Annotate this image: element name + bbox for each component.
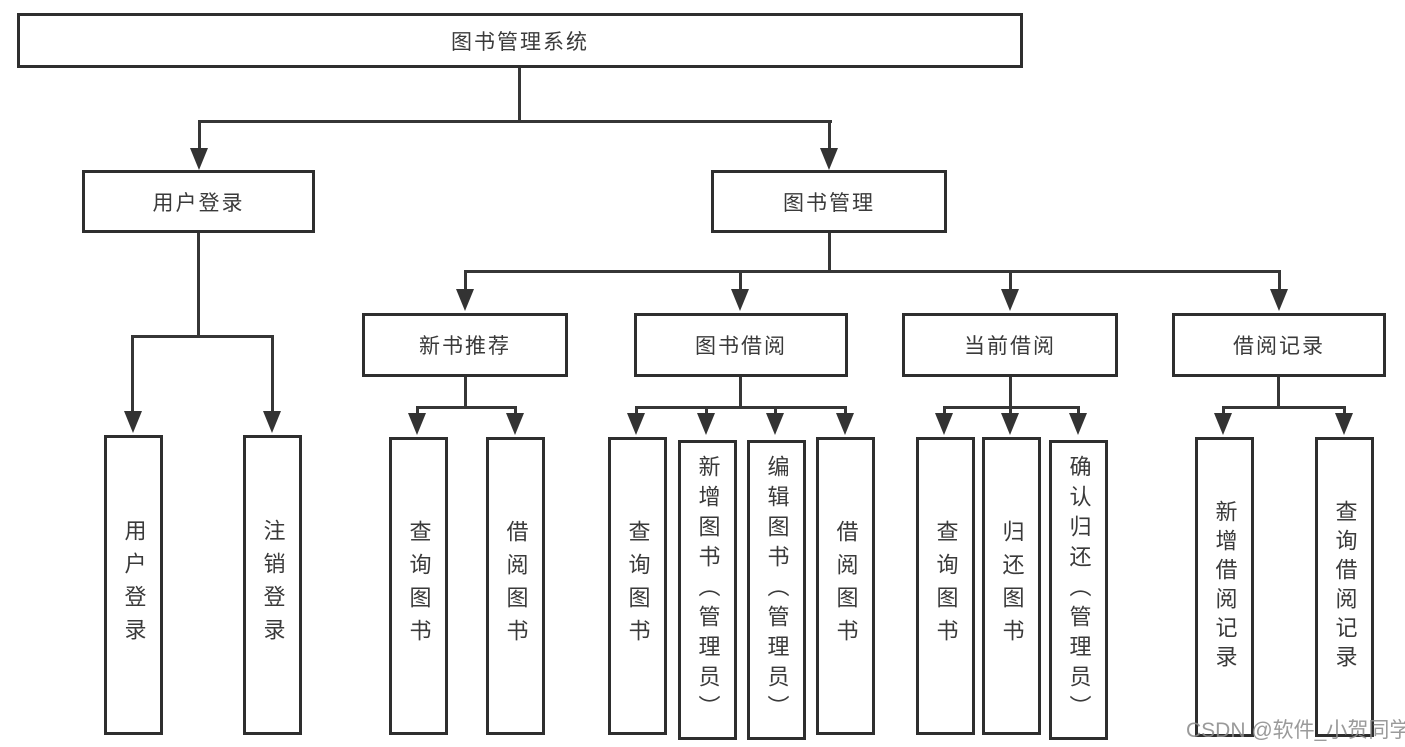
leaf-user-login: 用户登录 — [104, 435, 163, 735]
connector-line — [774, 406, 777, 414]
connector-line — [1009, 270, 1012, 290]
leaf-records-add: 新增借阅记录 — [1195, 437, 1254, 737]
node-user-login: 用户登录 — [82, 170, 315, 233]
leaf-records-query-label: 查询借阅记录 — [1332, 500, 1358, 674]
leaf-records-query: 查询借阅记录 — [1315, 437, 1374, 737]
leaf-newbooks-borrow: 借阅图书 — [486, 437, 545, 735]
connector-line — [1009, 406, 1012, 414]
leaf-newbooks-borrow-label: 借阅图书 — [503, 520, 529, 652]
connector-line — [197, 233, 200, 335]
leaf-logout-label: 注销登录 — [260, 519, 286, 651]
connector-line — [198, 120, 201, 150]
node-new-books-label: 新书推荐 — [419, 335, 511, 358]
arrow-down-icon — [820, 148, 838, 170]
connector-line — [1222, 406, 1346, 409]
connector-line — [518, 68, 521, 120]
leaf-bookborrow-borrow: 借阅图书 — [816, 437, 875, 735]
arrow-down-icon — [1069, 413, 1087, 435]
node-book-mgmt-label: 图书管理 — [783, 191, 875, 215]
connector-line — [739, 377, 742, 406]
node-new-books: 新书推荐 — [362, 313, 568, 377]
leaf-currentborrow-return-label: 归还图书 — [999, 520, 1025, 652]
node-root: 图书管理系统 — [17, 13, 1023, 68]
connector-line — [1277, 377, 1280, 406]
arrow-down-icon — [836, 413, 854, 435]
connector-line — [416, 406, 517, 409]
connector-line — [131, 335, 274, 338]
connector-line — [271, 335, 274, 412]
leaf-bookborrow-borrow-label: 借阅图书 — [833, 520, 859, 652]
connector-line — [1343, 406, 1346, 414]
connector-line — [739, 270, 742, 290]
connector-line — [1077, 406, 1080, 414]
watermark-text: CSDN @软件_小贺同学 — [1186, 719, 1405, 742]
arrow-down-icon — [766, 413, 784, 435]
node-borrow-records: 借阅记录 — [1172, 313, 1386, 377]
connector-line — [416, 406, 419, 414]
arrow-down-icon — [697, 413, 715, 435]
arrow-down-icon — [506, 413, 524, 435]
leaf-bookborrow-query-label: 查询图书 — [625, 520, 651, 652]
arrow-down-icon — [1335, 413, 1353, 435]
node-root-label: 图书管理系统 — [451, 30, 589, 54]
leaf-logout: 注销登录 — [243, 435, 302, 735]
connector-line — [705, 406, 708, 414]
connector-line — [828, 233, 831, 270]
leaf-records-add-label: 新增借阅记录 — [1212, 500, 1238, 674]
arrow-down-icon — [627, 413, 645, 435]
leaf-currentborrow-confirm: 确认归还（管理员） — [1049, 440, 1108, 740]
connector-line — [1222, 406, 1225, 414]
leaf-currentborrow-confirm-label: 确认归还（管理员） — [1066, 455, 1092, 725]
leaf-bookborrow-edit: 编辑图书（管理员） — [747, 440, 806, 740]
leaf-bookborrow-query: 查询图书 — [608, 437, 667, 735]
connector-line — [131, 335, 134, 412]
connector-line — [1278, 270, 1281, 290]
connector-line — [828, 120, 831, 150]
leaf-currentborrow-query-label: 查询图书 — [933, 520, 959, 652]
arrow-down-icon — [1001, 289, 1019, 311]
leaf-user-login-label: 用户登录 — [121, 519, 147, 651]
node-book-borrow: 图书借阅 — [634, 313, 848, 377]
node-book-mgmt: 图书管理 — [711, 170, 947, 233]
connector-line — [635, 406, 847, 409]
connector-line — [464, 270, 1281, 273]
connector-line — [514, 406, 517, 414]
arrow-down-icon — [935, 413, 953, 435]
leaf-bookborrow-edit-label: 编辑图书（管理员） — [764, 455, 790, 725]
connector-line — [943, 406, 946, 414]
node-current-borrow-label: 当前借阅 — [964, 335, 1056, 358]
leaf-bookborrow-add: 新增图书（管理员） — [678, 440, 737, 740]
leaf-newbooks-query: 查询图书 — [389, 437, 448, 735]
connector-line — [464, 377, 467, 406]
arrow-down-icon — [456, 289, 474, 311]
arrow-down-icon — [1214, 413, 1232, 435]
connector-line — [464, 270, 467, 290]
node-borrow-records-label: 借阅记录 — [1233, 335, 1325, 358]
arrow-down-icon — [731, 289, 749, 311]
node-book-borrow-label: 图书借阅 — [695, 335, 787, 358]
arrow-down-icon — [190, 148, 208, 170]
connector-line — [635, 406, 638, 414]
node-current-borrow: 当前借阅 — [902, 313, 1118, 377]
leaf-bookborrow-add-label: 新增图书（管理员） — [695, 455, 721, 725]
arrow-down-icon — [124, 411, 142, 433]
connector-line — [198, 120, 832, 123]
leaf-newbooks-query-label: 查询图书 — [406, 520, 432, 652]
leaf-currentborrow-query: 查询图书 — [916, 437, 975, 735]
leaf-currentborrow-return: 归还图书 — [982, 437, 1041, 735]
arrow-down-icon — [1001, 413, 1019, 435]
arrow-down-icon — [1270, 289, 1288, 311]
arrow-down-icon — [263, 411, 281, 433]
connector-line — [1009, 377, 1012, 406]
node-user-login-label: 用户登录 — [152, 191, 245, 215]
connector-line — [844, 406, 847, 414]
arrow-down-icon — [408, 413, 426, 435]
